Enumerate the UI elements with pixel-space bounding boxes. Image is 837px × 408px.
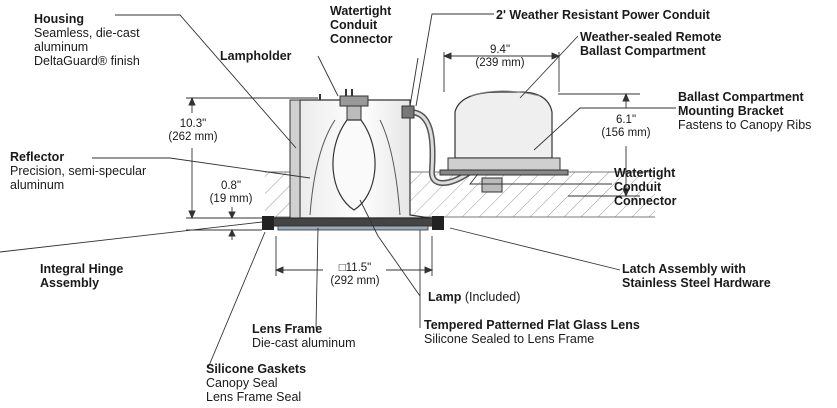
silicone-gaskets-label: Silicone Gaskets Canopy Seal Lens Frame … bbox=[206, 362, 306, 404]
watertight-conduit-connector-top-label: Watertight Conduit Connector bbox=[330, 4, 393, 46]
lens-offset-imperial: 0.8" bbox=[220, 180, 242, 192]
lens-frame-label: Lens Frame Die-cast aluminum bbox=[252, 322, 356, 350]
housing-desc-1: Seamless, die-cast bbox=[34, 26, 140, 40]
watertight-right-line-1: Watertight bbox=[614, 166, 676, 180]
reflector-title: Reflector bbox=[10, 150, 65, 164]
housing-title: Housing bbox=[34, 12, 84, 26]
height-metric: (262 mm) bbox=[168, 131, 218, 143]
watertight-top-line-3: Connector bbox=[330, 32, 393, 46]
ballast-line-1: Weather-sealed Remote bbox=[580, 30, 722, 44]
latch-assembly-label: Latch Assembly with Stainless Steel Hard… bbox=[622, 262, 771, 290]
glass-lens-title: Tempered Patterned Flat Glass Lens bbox=[424, 318, 640, 332]
square-icon: □ bbox=[338, 262, 346, 274]
watertight-right-line-3: Connector bbox=[614, 194, 677, 208]
lamp-suffix: (Included) bbox=[461, 290, 521, 304]
ballast-width-dimension: 9.4" (239 mm) bbox=[460, 44, 540, 70]
latch-line-2: Stainless Steel Hardware bbox=[622, 276, 771, 290]
ballast-compartment bbox=[439, 90, 569, 193]
lampholder-label: Lampholder bbox=[220, 49, 292, 63]
lamp-label: Lamp (Included) bbox=[428, 290, 520, 304]
power-conduit-label: 2' Weather Resistant Power Conduit bbox=[496, 8, 710, 22]
square-dimension: □11.5" (292 mm) bbox=[318, 262, 392, 288]
integral-hinge-label: Integral Hinge Assembly bbox=[40, 262, 123, 290]
lens-frame-desc: Die-cast aluminum bbox=[252, 336, 356, 350]
gaskets-line-1: Canopy Seal bbox=[206, 376, 278, 390]
height-dimension: 10.3" (262 mm) bbox=[160, 118, 226, 144]
dimension-lines bbox=[186, 52, 640, 276]
height-imperial: 10.3" bbox=[179, 118, 207, 130]
lens-frame-title: Lens Frame bbox=[252, 322, 323, 336]
ballast-line-2: Ballast Compartment bbox=[580, 44, 706, 58]
reflector-label: Reflector Precision, semi-specular alumi… bbox=[10, 150, 146, 192]
ballast-compartment-label: Weather-sealed Remote Ballast Compartmen… bbox=[580, 30, 722, 58]
watertight-conduit-connector-right-label: Watertight Conduit Connector bbox=[614, 166, 677, 208]
bracket-line-1: Ballast Compartment bbox=[678, 90, 804, 104]
hinge-line-2: Assembly bbox=[40, 276, 100, 290]
power-conduit bbox=[401, 105, 481, 186]
reflector-desc-1: Precision, semi-specular bbox=[10, 164, 147, 178]
glass-lens-label: Tempered Patterned Flat Glass Lens Silic… bbox=[424, 318, 640, 346]
watertight-top-line-1: Watertight bbox=[330, 4, 392, 18]
lamp bbox=[332, 105, 376, 211]
watertight-right-line-2: Conduit bbox=[614, 180, 662, 194]
lamp-title: Lamp bbox=[428, 290, 462, 304]
bracket-line-2: Mounting Bracket bbox=[678, 104, 784, 118]
gaskets-title: Silicone Gaskets bbox=[206, 362, 307, 376]
lens-offset-metric: (19 mm) bbox=[209, 193, 253, 205]
housing-label: Housing Seamless, die-cast aluminum Delt… bbox=[34, 12, 140, 68]
lens-frame bbox=[262, 216, 444, 231]
leader-lines bbox=[0, 13, 676, 369]
gaskets-line-2: Lens Frame Seal bbox=[206, 390, 302, 404]
glass-lens-desc: Silicone Sealed to Lens Frame bbox=[424, 332, 595, 346]
square-metric: (292 mm) bbox=[330, 275, 380, 287]
mounting-bracket-label: Ballast Compartment Mounting Bracket Fas… bbox=[678, 90, 811, 132]
housing-desc-2: aluminum bbox=[34, 40, 89, 54]
watertight-top-line-2: Conduit bbox=[330, 18, 378, 32]
ballast-width-metric: (239 mm) bbox=[475, 57, 525, 69]
reflector-desc-2: aluminum bbox=[10, 178, 65, 192]
ballast-height-imperial: 6.1" bbox=[615, 114, 637, 126]
lens-offset-dimension: 0.8" (19 mm) bbox=[198, 180, 264, 206]
latch-line-1: Latch Assembly with bbox=[622, 262, 746, 276]
housing-desc-3: DeltaGuard® finish bbox=[34, 54, 140, 68]
square-imperial: 11.5" bbox=[345, 262, 372, 274]
ballast-height-metric: (156 mm) bbox=[601, 127, 651, 139]
square-imperial-line: □11.5" bbox=[318, 262, 392, 275]
ballast-height-dimension: 6.1" (156 mm) bbox=[592, 114, 660, 140]
ballast-width-imperial: 9.4" bbox=[489, 44, 511, 56]
bracket-desc: Fastens to Canopy Ribs bbox=[678, 118, 812, 132]
hinge-line-1: Integral Hinge bbox=[40, 262, 124, 276]
